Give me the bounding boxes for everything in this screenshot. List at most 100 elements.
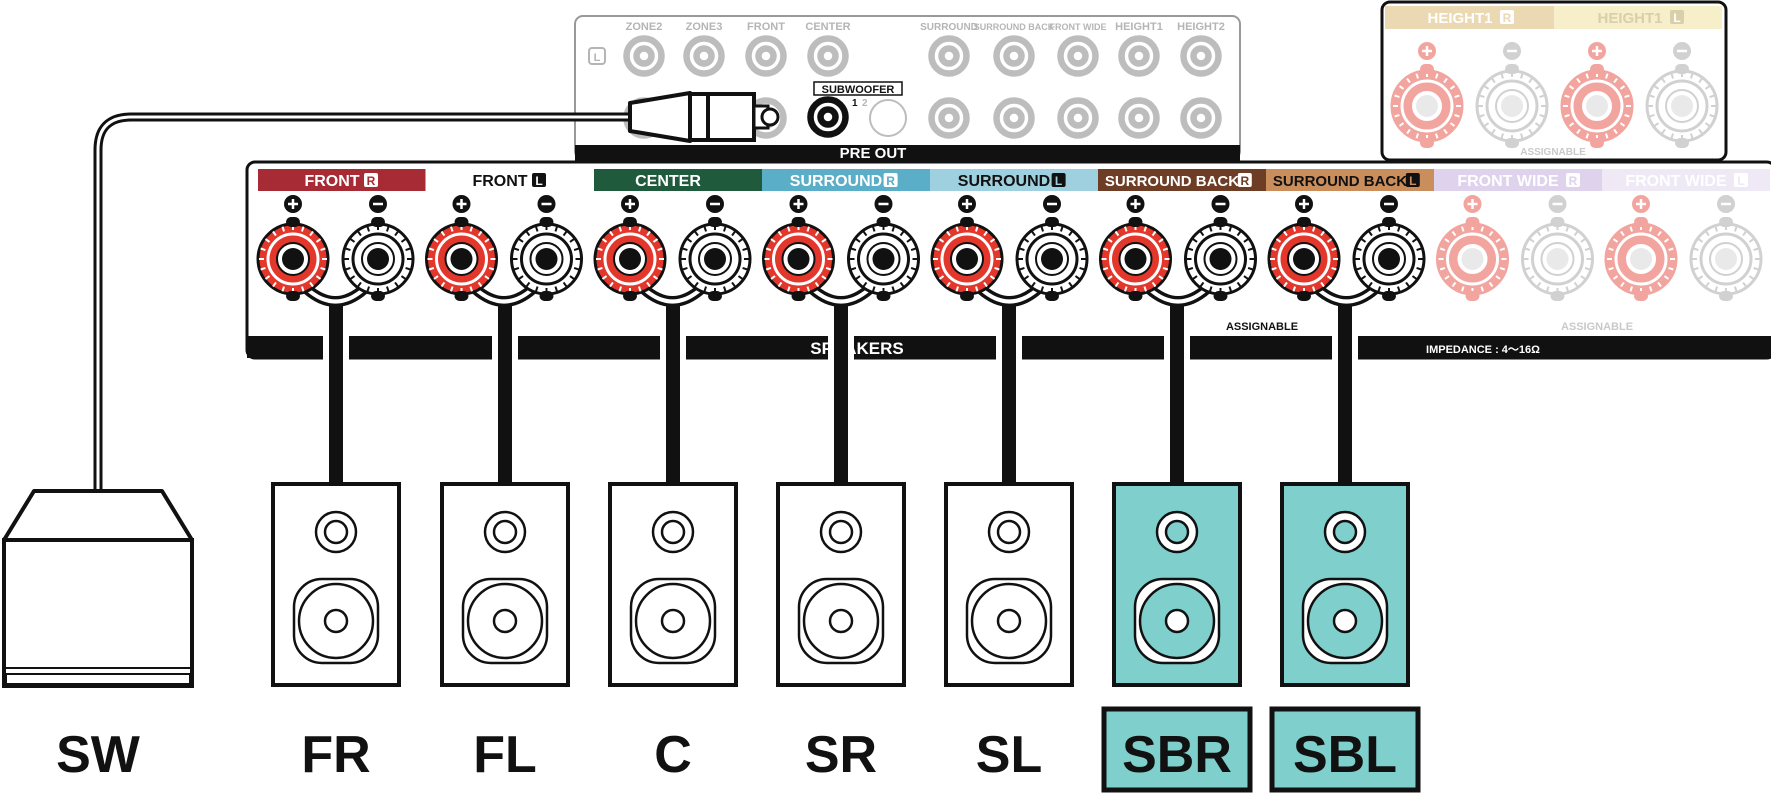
channel-tab-side: L	[1055, 174, 1062, 188]
height-terminal	[1645, 42, 1719, 148]
preout-jack-top	[623, 35, 665, 77]
positive-terminal	[256, 195, 330, 301]
height-terminal	[1390, 42, 1464, 148]
tweeter-icon	[1155, 510, 1199, 554]
preout-jack-top	[1057, 35, 1099, 77]
negative-terminal	[1521, 195, 1594, 301]
woofer-icon	[1301, 577, 1389, 665]
minus-icon	[706, 195, 724, 213]
svg-text:SR: SR	[805, 726, 877, 784]
assignable-label-1: ASSIGNABLE	[1226, 321, 1298, 333]
positive-terminal	[930, 195, 1004, 301]
negative-terminal	[678, 195, 752, 301]
speaker-box	[440, 482, 570, 687]
woofer-icon	[292, 577, 380, 665]
channel-tab-label: FRONT WIDE	[1457, 173, 1559, 190]
plus-icon	[284, 195, 302, 213]
negative-terminal	[1184, 195, 1257, 301]
speaker-box	[271, 482, 401, 687]
channel-tab-label: CENTER	[635, 173, 701, 190]
minus-icon	[1717, 195, 1735, 213]
speaker-label-fr: FR	[301, 726, 370, 784]
plus-icon	[1463, 195, 1482, 213]
minus-icon	[537, 195, 556, 213]
speaker-box	[1280, 482, 1410, 687]
positive-terminal	[1436, 195, 1509, 301]
woofer-icon	[797, 577, 885, 665]
channel-tab-side: R	[1240, 174, 1249, 188]
preout-label-surround-back: SURROUND BACK	[974, 22, 1055, 32]
channel-tab-side: R	[886, 174, 895, 188]
preout-jack-top	[683, 35, 725, 77]
preout-top-labels: ZONE2 ZONE3 FRONT CENTER SURROUND SURROU…	[626, 21, 1225, 33]
negative-terminal	[847, 195, 920, 301]
assignable-label-2: ASSIGNABLE	[1561, 321, 1633, 333]
height-terminal	[1560, 42, 1634, 148]
cables	[93, 112, 1358, 492]
subwoofer-num-1: 1	[852, 98, 858, 109]
negative-terminal	[510, 195, 583, 301]
channel-tab: FRONT WIDE R	[1434, 169, 1602, 191]
height-tab-2-side: L	[1673, 11, 1680, 25]
minus-icon	[1043, 195, 1061, 213]
tweeter-icon	[1323, 510, 1367, 554]
preout-label-zone3: ZONE3	[686, 21, 723, 33]
svg-text:SBL: SBL	[1293, 726, 1397, 784]
subwoofer-label: SUBWOOFER	[822, 84, 895, 96]
svg-text:FL: FL	[473, 726, 537, 784]
preout-jack-bottom	[1180, 97, 1222, 139]
speaker-label-sr: SR	[805, 726, 877, 784]
channel-tab-label: SURROUND	[958, 173, 1050, 190]
channel-tab-side: L	[1409, 174, 1416, 188]
tweeter-icon	[314, 510, 358, 554]
height-terminal	[1475, 42, 1549, 148]
minus-icon	[369, 195, 387, 213]
channel-tab-label: FRONT	[304, 173, 359, 190]
plus-icon	[1418, 42, 1436, 60]
plus-icon	[1126, 195, 1145, 213]
channel-tab: FRONT R	[258, 169, 426, 191]
woofer-icon	[629, 577, 717, 665]
preout-label-surround: SURROUND	[920, 22, 978, 33]
preout-jack-bottom	[993, 97, 1035, 139]
preout-jack-bottom	[928, 97, 970, 139]
plus-icon	[621, 195, 639, 213]
minus-icon	[1211, 195, 1230, 213]
plus-icon	[958, 195, 976, 213]
positive-terminal	[1604, 195, 1678, 301]
speaker-label-sbr: SBR	[1101, 706, 1253, 793]
height-panel: HEIGHT1 R HEIGHT1 L ASSIGNABLE	[1380, 0, 1728, 162]
channel-tab-side: R	[367, 174, 376, 188]
preout-jack-top	[1180, 35, 1222, 77]
channel-tab-label: SURROUND BACK	[1273, 173, 1407, 190]
svg-text:SBR: SBR	[1122, 726, 1232, 784]
woofer-icon	[461, 577, 549, 665]
tweeter-icon	[483, 510, 527, 554]
height-tab-1-side: R	[1503, 11, 1512, 25]
height-terminals	[1390, 42, 1719, 148]
svg-text:C: C	[654, 726, 692, 784]
preout-jack-top	[745, 35, 787, 77]
negative-terminal	[1352, 195, 1426, 301]
preout-jack-bottom	[1057, 97, 1099, 139]
svg-text:SL: SL	[976, 726, 1042, 784]
channel-tab: SURROUND L	[930, 169, 1098, 191]
preout-side-label: L	[594, 52, 601, 64]
positive-terminal	[1267, 195, 1341, 301]
positive-terminal	[1099, 195, 1172, 301]
speaker-box	[776, 482, 906, 687]
positive-terminal	[425, 195, 498, 301]
preout-label-height2: HEIGHT2	[1177, 21, 1225, 33]
preout-label-front: FRONT	[747, 21, 785, 33]
positive-terminal	[593, 195, 667, 301]
preout-jack-top	[1118, 35, 1160, 77]
subwoofer-num-2: 2	[862, 98, 868, 109]
subwoofer-box	[2, 489, 194, 688]
channel-tab-label: FRONT WIDE	[1625, 173, 1727, 190]
speaker-box	[608, 482, 738, 687]
preout-label-center: CENTER	[805, 21, 850, 33]
channel-tab-side: R	[1569, 174, 1578, 188]
subwoofer-jack-2	[869, 99, 907, 137]
